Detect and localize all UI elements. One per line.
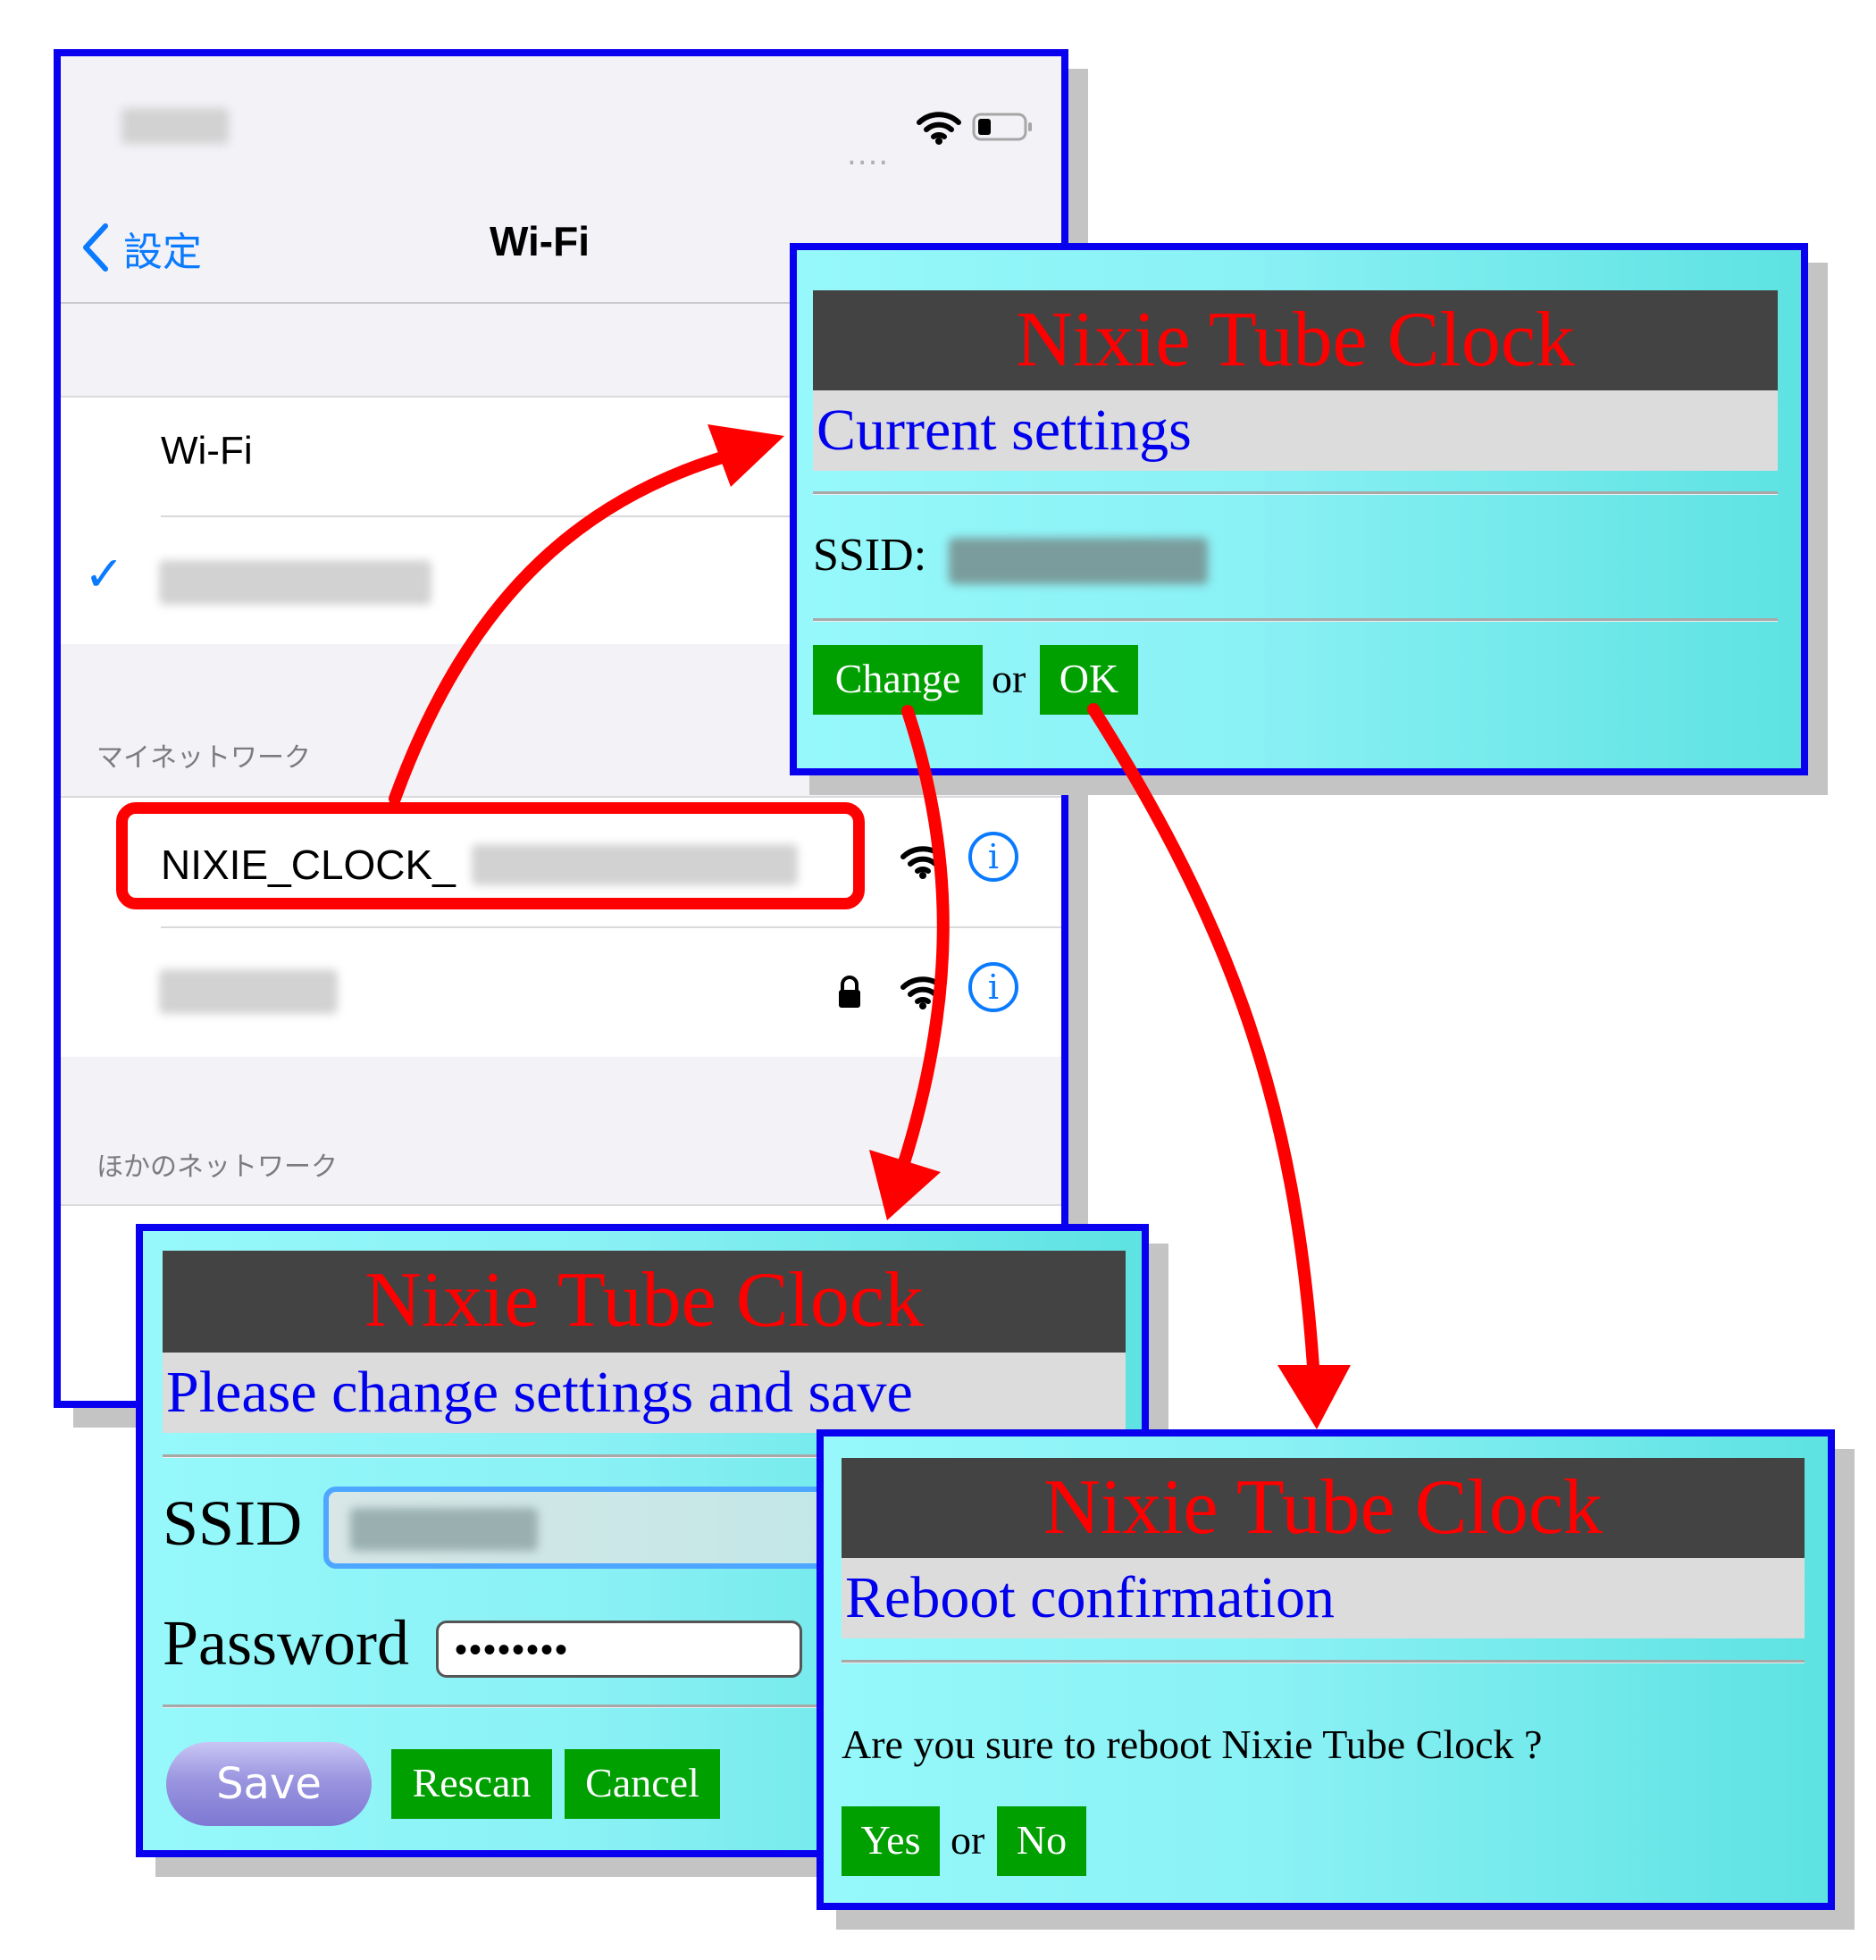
network-highlight-box (116, 802, 865, 909)
wifi-signal-icon (900, 976, 945, 1009)
back-button-label: 設定 (123, 230, 202, 275)
connected-network-name-blurred (159, 560, 431, 605)
ssid-value-blurred (949, 538, 1208, 584)
secured-network-name-blurred (159, 969, 338, 1014)
row-divider (161, 926, 1061, 928)
group-top-divider (61, 1204, 1061, 1206)
network-row-nixie-clock[interactable]: NIXIE_CLOCK_ i (61, 798, 1061, 926)
current-settings-panel: Nixie Tube Clock Current settings SSID: … (790, 243, 1808, 775)
ok-button[interactable]: OK (1040, 645, 1138, 715)
panel-subtitle: Reboot confirmation (842, 1558, 1805, 1638)
checkmark-icon: ✓ (84, 546, 125, 602)
connected-network-row[interactable]: ✓ (61, 517, 1061, 644)
password-input-value: •••••••• (455, 1629, 570, 1670)
panel-subtitle: Current settings (813, 390, 1778, 471)
ssid-label: SSID: (813, 530, 927, 581)
wifi-signal-icon (900, 846, 945, 879)
info-icon[interactable]: i (968, 832, 1018, 882)
nav-title: Wi-Fi (490, 218, 590, 264)
ssid-input-value-blurred (350, 1508, 538, 1551)
wifi-toggle-label: Wi-Fi (161, 429, 253, 473)
divider (813, 618, 1778, 622)
info-icon-glyph: i (987, 837, 1000, 876)
divider (842, 1660, 1805, 1663)
or-text: or (992, 656, 1026, 701)
save-button[interactable]: Save (166, 1742, 372, 1826)
reboot-confirmation-panel: Nixie Tube Clock Reboot confirmation Are… (817, 1429, 1835, 1910)
lock-icon (839, 976, 860, 1008)
panel-title: Nixie Tube Clock (842, 1458, 1805, 1558)
wifi-signal-icon (917, 112, 961, 145)
network-name-prefix: NIXIE_CLOCK_ (161, 842, 456, 888)
panel-title: Nixie Tube Clock (163, 1251, 1126, 1353)
change-button[interactable]: Change (813, 645, 983, 715)
info-icon-glyph: i (987, 967, 1000, 1007)
panel-title: Nixie Tube Clock (813, 290, 1778, 390)
yes-button[interactable]: Yes (842, 1806, 940, 1876)
reboot-message: Are you sure to reboot Nixie Tube Clock … (842, 1721, 1543, 1767)
divider (813, 491, 1778, 495)
nav-divider (61, 302, 1061, 304)
divider (163, 1705, 1126, 1708)
or-text: or (951, 1817, 985, 1863)
password-input[interactable]: •••••••• (436, 1621, 802, 1678)
status-time-blurred (121, 108, 229, 144)
divider (163, 1454, 1126, 1458)
network-name-suffix-blurred (472, 844, 798, 885)
group-top-divider (61, 396, 1061, 398)
rescan-button[interactable]: Rescan (391, 1749, 552, 1819)
network-row-secured[interactable]: i (61, 928, 1061, 1057)
group-top-divider (61, 796, 1061, 798)
back-chevron-icon (83, 223, 108, 272)
back-button[interactable]: 設定 (73, 215, 234, 278)
password-label: Password (163, 1607, 410, 1679)
cellular-dots-icon: .... (847, 137, 890, 172)
my-networks-group: NIXIE_CLOCK_ i (61, 798, 1061, 1057)
ssid-label: SSID (163, 1487, 303, 1559)
no-button[interactable]: No (997, 1806, 1086, 1876)
my-networks-header: マイネットワーク (96, 742, 311, 774)
cancel-button[interactable]: Cancel (565, 1749, 720, 1819)
other-networks-header: ほかのネットワーク (96, 1152, 338, 1183)
battery-icon (972, 113, 1032, 141)
arrow-head (1277, 1365, 1351, 1429)
panel-subtitle: Please change settings and save (163, 1353, 1126, 1433)
info-icon[interactable]: i (968, 962, 1018, 1012)
